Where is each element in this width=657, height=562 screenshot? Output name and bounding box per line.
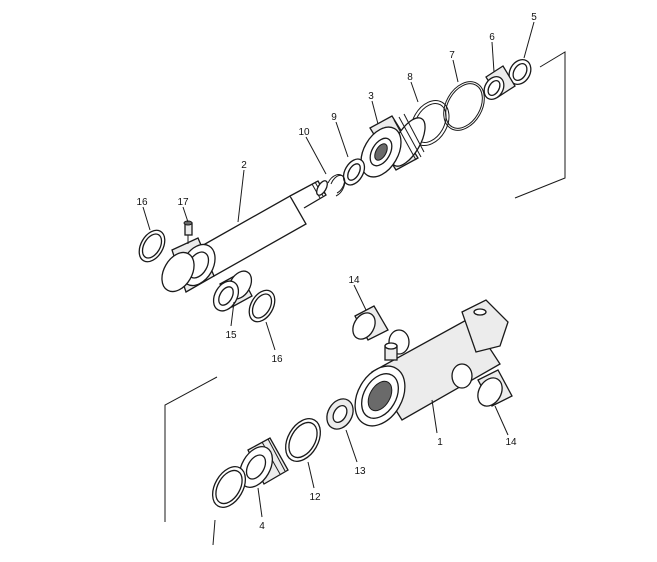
- part-10-snap-ring: [327, 174, 346, 197]
- part-15-bushing: [212, 270, 253, 312]
- part-14-bushing-upper: [352, 305, 389, 341]
- part-5-bearing: [508, 59, 532, 85]
- callout-14-upper: 14: [348, 275, 360, 286]
- lower-wear-ring: [211, 466, 247, 508]
- callout-4: 4: [259, 521, 265, 532]
- part-9-seal: [342, 158, 366, 186]
- part-2-piston-rod: [161, 180, 328, 293]
- callout-14-lower: 14: [505, 437, 517, 448]
- callout-7: 7: [449, 50, 455, 61]
- frame-lines: [164, 51, 566, 546]
- callout-leaders: [142, 21, 535, 518]
- callout-10: 10: [298, 127, 310, 138]
- callout-16-lower: 16: [271, 354, 283, 365]
- part-12-ring: [285, 418, 321, 462]
- callout-13: 13: [354, 466, 366, 477]
- part-13-nut: [326, 398, 354, 430]
- callout-2: 2: [241, 160, 247, 171]
- frame-line-lower-tail: [212, 519, 216, 546]
- part-14-bushing-lower: [477, 369, 513, 407]
- callout-17: 17: [177, 197, 189, 208]
- callout-12: 12: [309, 492, 321, 503]
- part-16-dust-seal-lower: [248, 289, 276, 323]
- frame-line-lower-left: [164, 376, 218, 522]
- part-7-o-ring: [443, 81, 485, 131]
- part-4-piston: [238, 437, 289, 488]
- callout-5: 5: [531, 12, 537, 23]
- callout-16-upper: 16: [136, 197, 148, 208]
- callout-3: 3: [368, 91, 374, 102]
- part-6-bushing: [483, 65, 516, 100]
- callout-9: 9: [331, 112, 337, 123]
- callout-15: 15: [225, 330, 237, 341]
- callout-6: 6: [489, 32, 495, 43]
- part-17-grease-fitting: [183, 220, 193, 244]
- callout-1: 1: [437, 437, 443, 448]
- callout-8: 8: [407, 72, 413, 83]
- frame-line-upper-right: [514, 51, 566, 199]
- callout-labels: 5 6 7 8 3 9 10 2 16 17 15 16 14 1 14 13 …: [136, 12, 537, 532]
- part-16-dust-seal-upper: [138, 229, 166, 263]
- part-1-cylinder-tube: [354, 299, 509, 427]
- part-3-cylinder-head: [360, 113, 426, 178]
